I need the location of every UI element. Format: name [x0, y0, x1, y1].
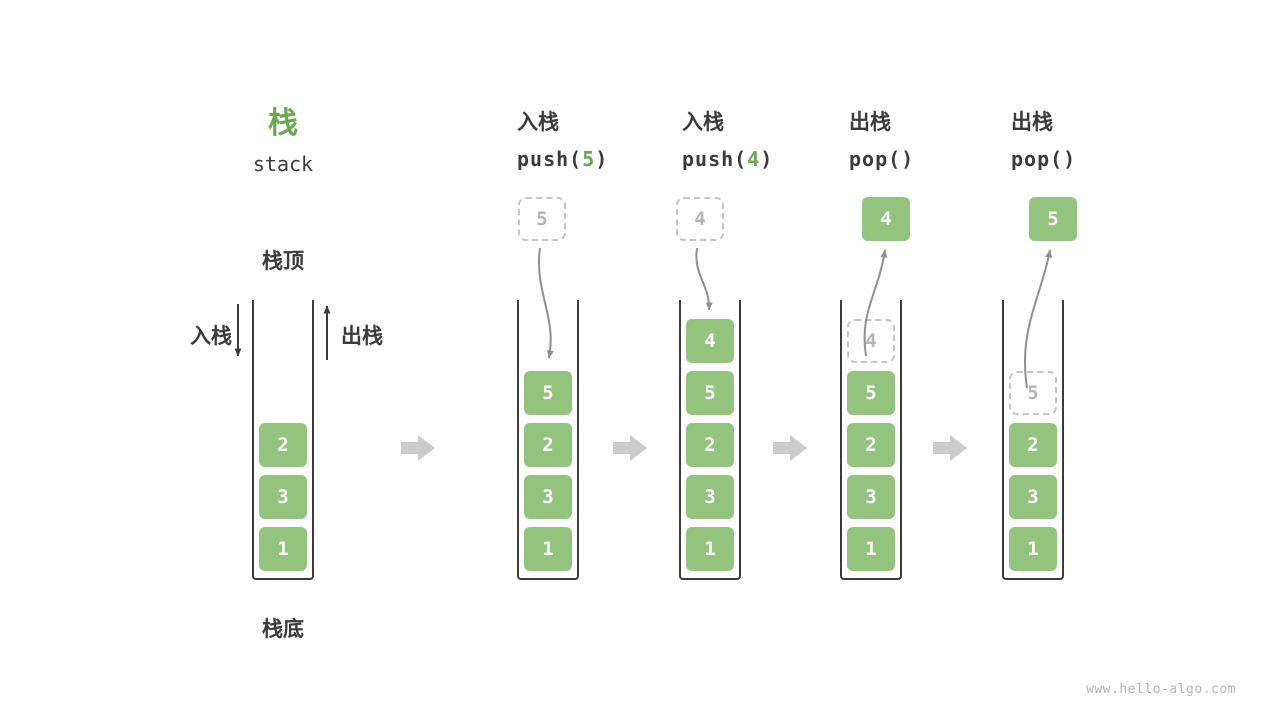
- stack-cell: 2: [259, 423, 307, 467]
- stack-cell: 3: [847, 475, 895, 519]
- op-name: 入栈: [517, 111, 559, 134]
- stack-cell: 1: [686, 527, 734, 571]
- stack-initial: 2 3 1: [252, 300, 314, 580]
- pushed-value-box: 4: [676, 197, 724, 241]
- stack-cell: 2: [847, 423, 895, 467]
- stack-cell-ghost: 4: [847, 319, 895, 363]
- code-arg: 4: [747, 147, 761, 171]
- stack-cell: 2: [1009, 423, 1057, 467]
- stack-cell: 1: [1009, 527, 1057, 571]
- stack-cell: 3: [686, 475, 734, 519]
- stack-cell: 2: [686, 423, 734, 467]
- op-code: pop(): [849, 147, 914, 171]
- code-fn: pop(: [849, 147, 902, 171]
- code-close: ): [901, 147, 915, 171]
- stack-cell: 1: [524, 527, 572, 571]
- code-fn: push(: [517, 147, 583, 171]
- stack-cell-ghost: 5: [1009, 371, 1057, 415]
- code-close: ): [1063, 147, 1077, 171]
- step-arrow-icon: [773, 435, 807, 461]
- op-header-pop-2: 出栈 pop(): [1011, 106, 1076, 171]
- popped-value-box: 4: [862, 197, 910, 241]
- op-code: push(5): [517, 147, 608, 171]
- step-arrow-icon: [401, 435, 435, 461]
- diagram-title: 栈 stack: [200, 98, 366, 176]
- pop-side-label: 出栈: [341, 325, 383, 348]
- code-arg: 5: [582, 147, 596, 171]
- push-side-label: 入栈: [190, 325, 232, 348]
- title-en: stack: [252, 152, 314, 176]
- stack-cell: 5: [847, 371, 895, 415]
- op-header-push-4: 入栈 push(4): [682, 106, 773, 171]
- stack-cell: 5: [686, 371, 734, 415]
- stack-during-pop-4: 4 5 2 3 1: [840, 300, 902, 580]
- op-code: pop(): [1011, 147, 1076, 171]
- stack-during-pop-5: 5 2 3 1: [1002, 300, 1064, 580]
- stack-cell: 1: [847, 527, 895, 571]
- op-name: 出栈: [1011, 111, 1053, 134]
- stack-cell: 3: [259, 475, 307, 519]
- op-header-push-5: 入栈 push(5): [517, 106, 608, 171]
- code-close: ): [760, 147, 774, 171]
- step-arrow-icon: [613, 435, 647, 461]
- op-name: 入栈: [682, 111, 724, 134]
- site-watermark: www.hello-algo.com: [1086, 682, 1236, 697]
- stack-cell: 3: [524, 475, 572, 519]
- stack-cell: 4: [686, 319, 734, 363]
- stack-after-push-4: 4 5 2 3 1: [679, 300, 741, 580]
- title-zh: 栈: [268, 107, 298, 140]
- code-fn: push(: [682, 147, 748, 171]
- step-arrow-icon: [933, 435, 967, 461]
- op-code: push(4): [682, 147, 773, 171]
- stack-cell: 1: [259, 527, 307, 571]
- code-close: ): [595, 147, 609, 171]
- stack-after-push-5: 5 2 3 1: [517, 300, 579, 580]
- stack-cell: 5: [524, 371, 572, 415]
- stack-cell: 3: [1009, 475, 1057, 519]
- stack-cell: 2: [524, 423, 572, 467]
- popped-value-box: 5: [1029, 197, 1077, 241]
- stack-top-label: 栈顶: [262, 250, 304, 273]
- op-name: 出栈: [849, 111, 891, 134]
- op-header-pop-1: 出栈 pop(): [849, 106, 914, 171]
- code-fn: pop(: [1011, 147, 1064, 171]
- pushed-value-box: 5: [518, 197, 566, 241]
- stack-bottom-label: 栈底: [262, 618, 304, 641]
